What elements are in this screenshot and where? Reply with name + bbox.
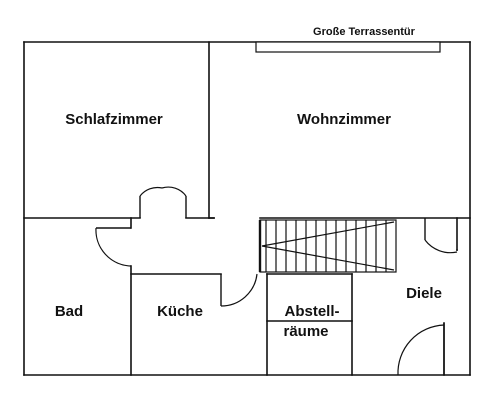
- interior-walls: [23, 41, 471, 376]
- doors: [95, 186, 458, 376]
- room-label-abstell-line1: Abstell-: [284, 303, 339, 320]
- kitchen-door-arc: [220, 273, 258, 307]
- room-label-schlafzimmer: Schlafzimmer: [65, 111, 163, 128]
- staircase: [258, 219, 397, 273]
- room-label-bad: Bad: [55, 303, 83, 320]
- staircase-diagonal-lower: [261, 245, 395, 271]
- terrace-door-label: Große Terrassentür: [313, 26, 416, 38]
- bedroom-door-arc-2: [161, 186, 187, 197]
- room-label-abstell-line2: räume: [283, 323, 328, 340]
- outer-walls: [23, 41, 471, 376]
- bedroom-door-arc: [139, 186, 163, 197]
- room-label-wohnzimmer: Wohnzimmer: [297, 111, 391, 128]
- room-label-diele: Diele: [406, 285, 442, 302]
- livingroom-door-arc: [424, 239, 458, 254]
- terrace-door-window: [255, 41, 441, 53]
- staircase-diagonal-upper: [261, 221, 395, 247]
- room-label-kueche: Küche: [157, 303, 203, 320]
- staircase-treads: [265, 220, 387, 272]
- bath-door-arc: [95, 227, 132, 267]
- entrance-door-arc: [397, 324, 445, 376]
